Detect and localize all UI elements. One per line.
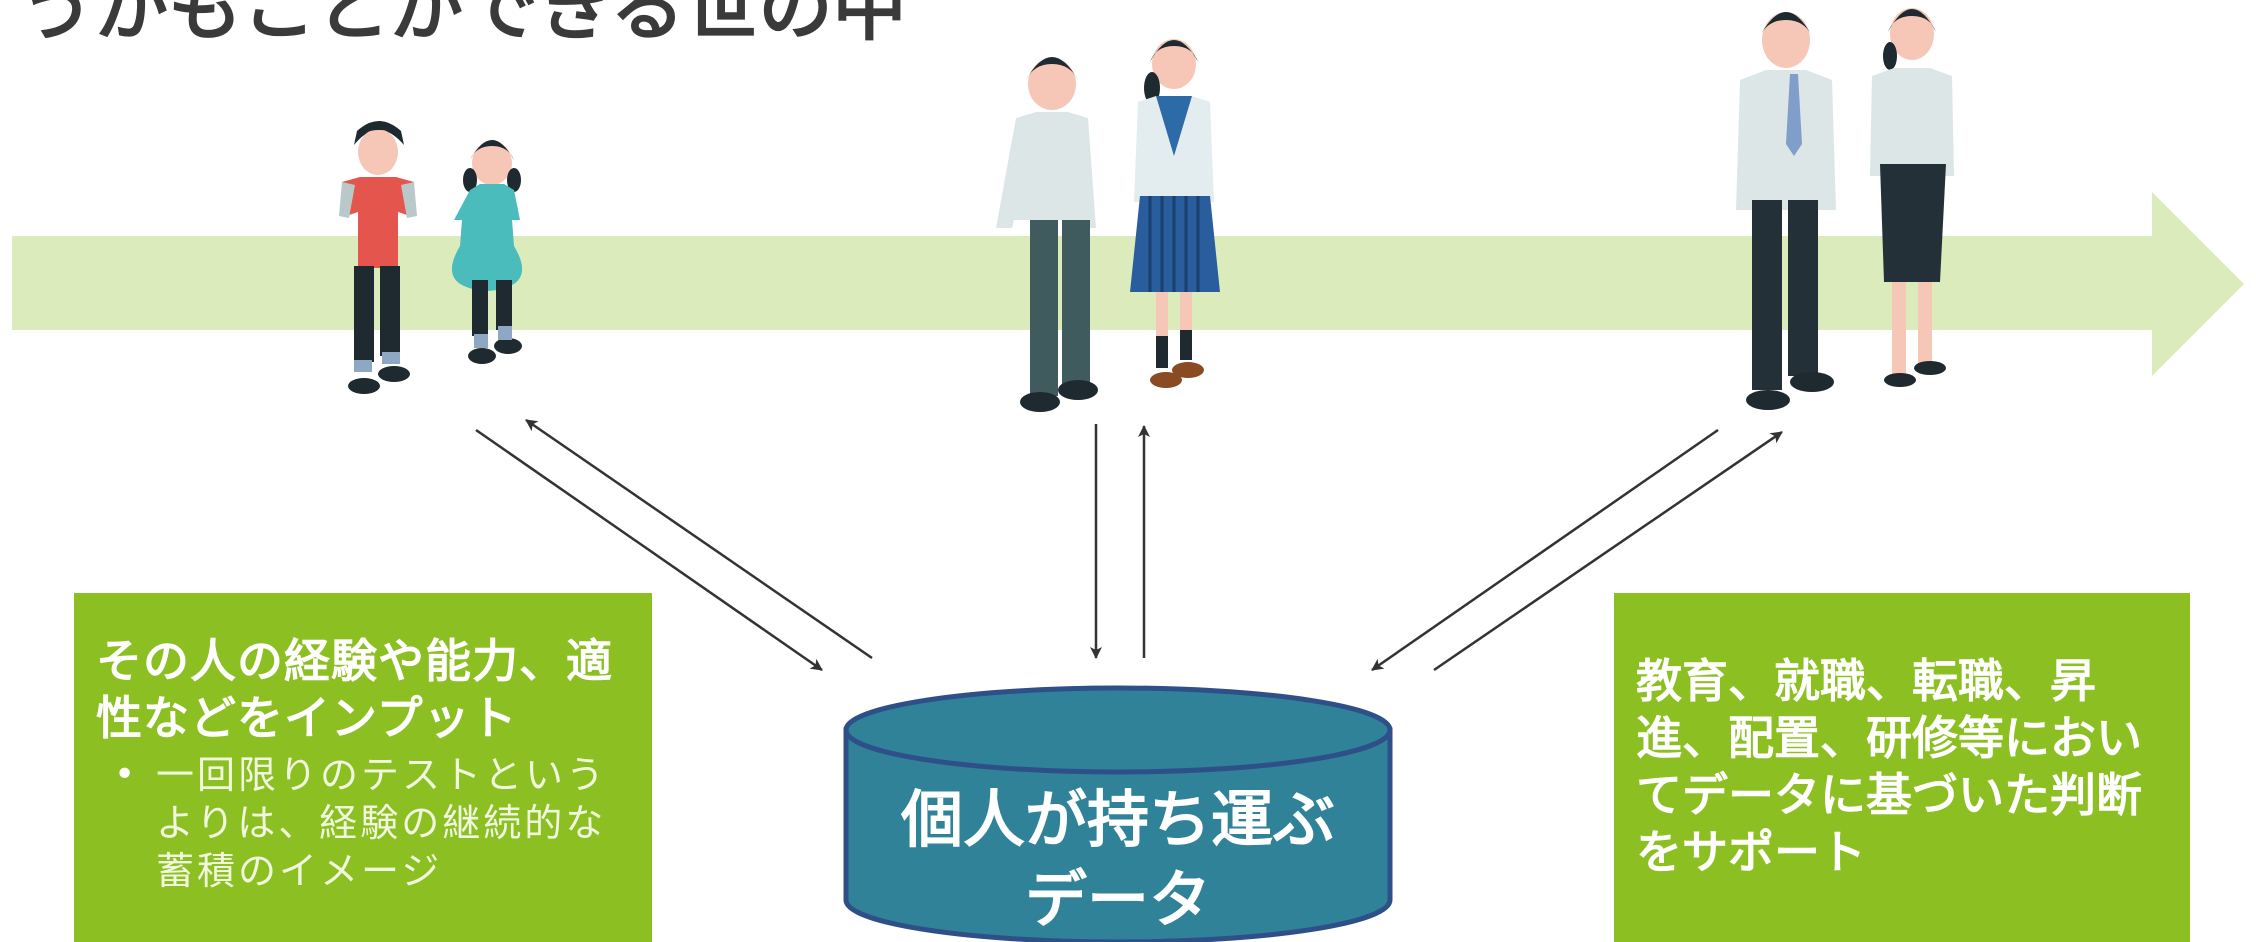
database-label: 個人が持ち運ぶ データ	[846, 780, 1390, 940]
arrow-database-to-children	[525, 418, 873, 660]
left-box-background	[74, 593, 652, 942]
database-cylinder	[843, 685, 1393, 942]
input-bullet: • 一回限りのテストというよりは、経験の継続的な蓄積のイメージ	[96, 751, 626, 895]
male-adult-figure	[1736, 12, 1836, 410]
database-label-line1: 個人が持ち運ぶ	[900, 783, 1335, 856]
students-figures	[996, 39, 1220, 412]
flow-arrows	[475, 418, 1783, 672]
timeline-arrow	[12, 192, 2244, 376]
support-description-box: 教育、就職、転職、昇進、配置、研修等においてデータに基づいた判断をサポート	[1614, 593, 2190, 942]
children-figures	[339, 121, 523, 394]
male-student-figure	[996, 57, 1098, 412]
database-label-line2: データ	[1024, 863, 1211, 936]
page-title: うかもことができる世の中	[20, 0, 907, 51]
input-heading: その人の経験や能力、適性などをインプット	[96, 634, 613, 745]
arrow-database-to-adults	[1433, 430, 1783, 672]
female-student-figure	[1130, 39, 1220, 388]
arrow-adults-to-database	[1371, 428, 1719, 672]
support-heading: 教育、就職、転職、昇進、配置、研修等においてデータに基づいた判断をサポート	[1636, 654, 2142, 879]
adults-figures	[1736, 8, 1954, 410]
input-bullet-text: 一回限りのテストというよりは、経験の継続的な蓄積のイメージ	[156, 753, 608, 893]
right-box-background	[1614, 593, 2190, 942]
girl-figure	[451, 140, 523, 364]
arrow-children-to-database	[475, 428, 823, 672]
female-adult-figure	[1870, 8, 1954, 387]
input-description-box: その人の経験や能力、適性などをインプット • 一回限りのテストというよりは、経験…	[74, 593, 652, 942]
bullet-dot-icon: •	[114, 754, 136, 795]
boy-figure	[339, 121, 417, 394]
